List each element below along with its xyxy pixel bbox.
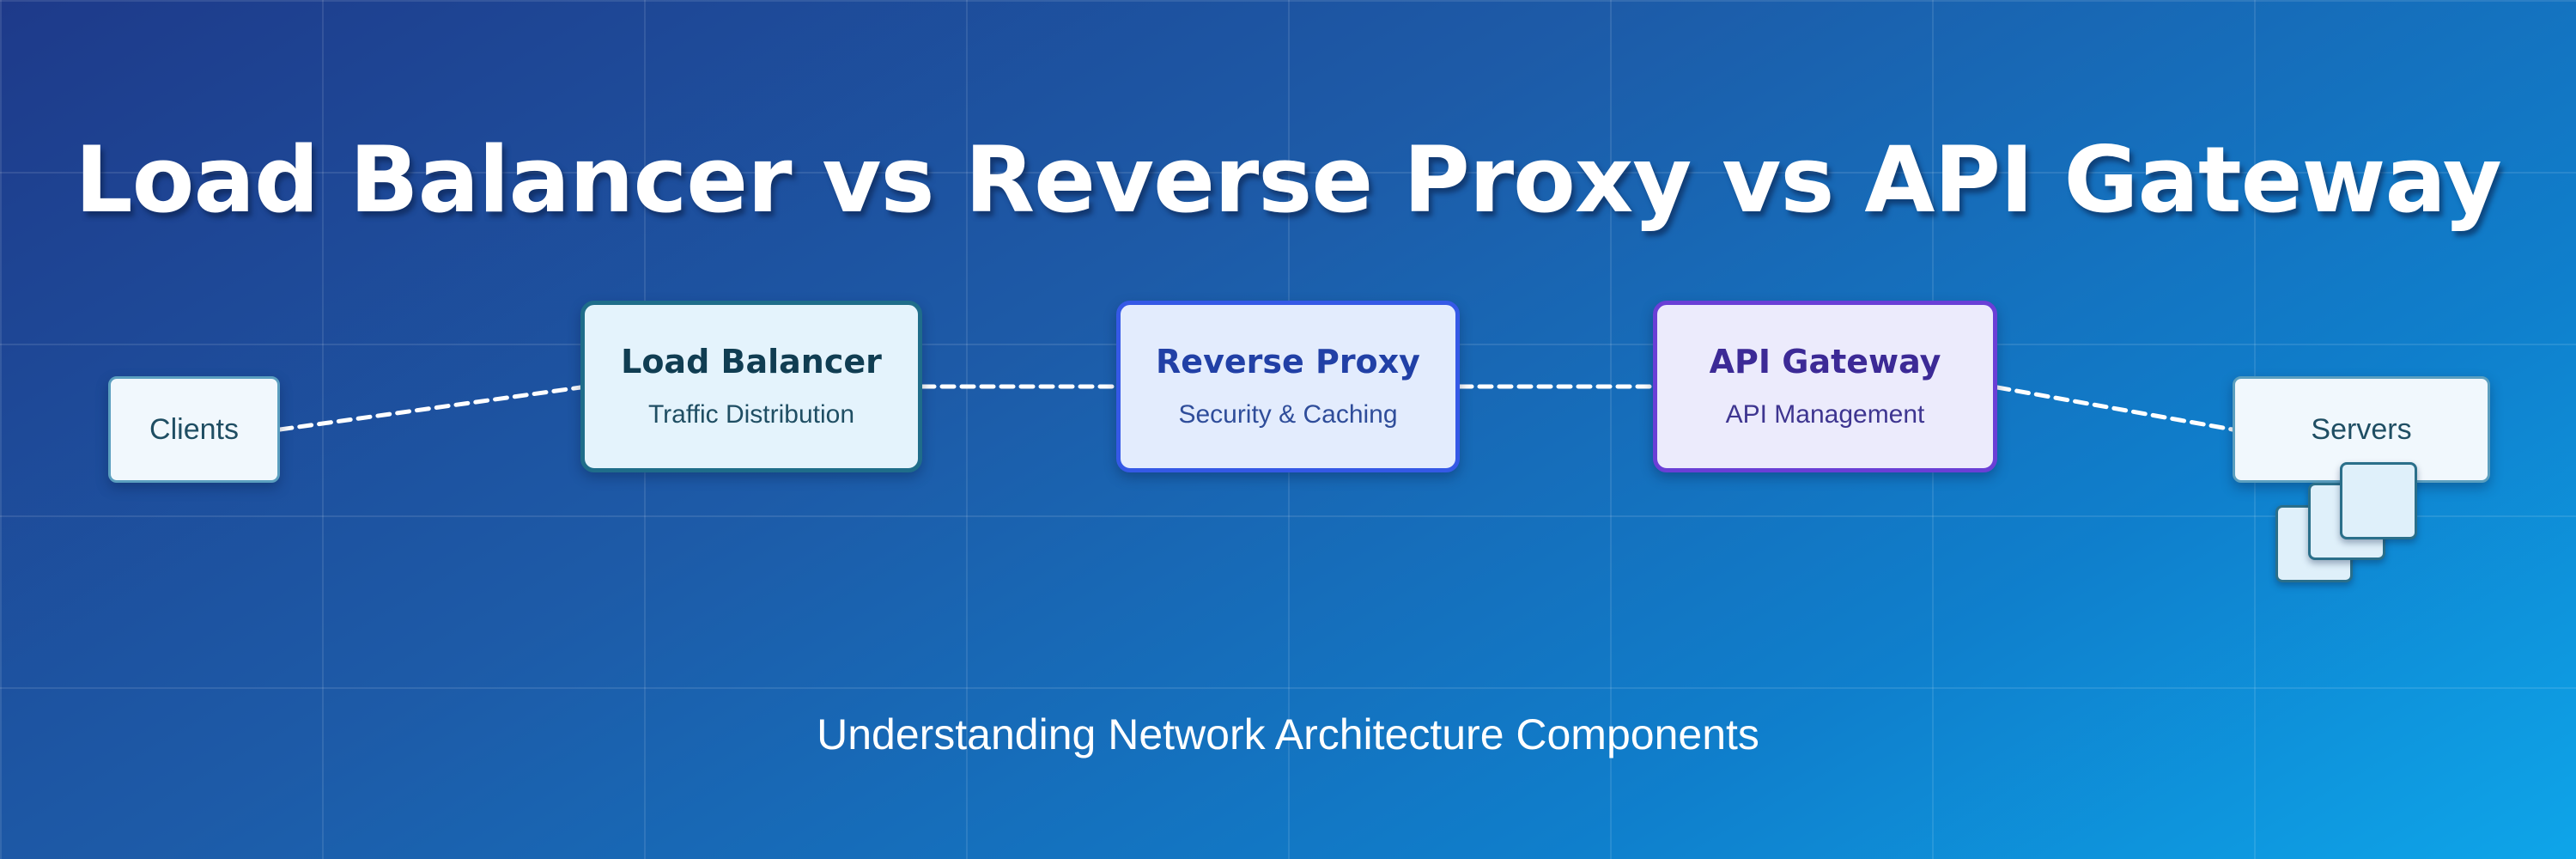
load-balancer-title: Load Balancer xyxy=(621,343,882,381)
reverse-proxy-node: Reverse Proxy Security & Caching xyxy=(1116,301,1460,472)
clients-node: Clients xyxy=(108,376,280,483)
api-gateway-title: API Gateway xyxy=(1709,343,1941,381)
connector-apigateway-servers xyxy=(1995,385,2235,432)
load-balancer-subtitle: Traffic Distribution xyxy=(647,400,855,429)
server-stack-icon xyxy=(2340,462,2417,539)
servers-label: Servers xyxy=(2311,412,2412,446)
reverse-proxy-title: Reverse Proxy xyxy=(1156,343,1420,381)
reverse-proxy-subtitle: Security & Caching xyxy=(1178,400,1398,429)
connector-clients-loadbalancer xyxy=(277,385,583,432)
api-gateway-subtitle: API Management xyxy=(1725,400,1925,429)
api-gateway-node: API Gateway API Management xyxy=(1653,301,1997,472)
page-subtitle: Understanding Network Architecture Compo… xyxy=(817,710,1759,758)
load-balancer-node: Load Balancer Traffic Distribution xyxy=(580,301,922,472)
clients-label: Clients xyxy=(149,412,239,446)
page-title: Load Balancer vs Reverse Proxy vs API Ga… xyxy=(75,127,2502,233)
